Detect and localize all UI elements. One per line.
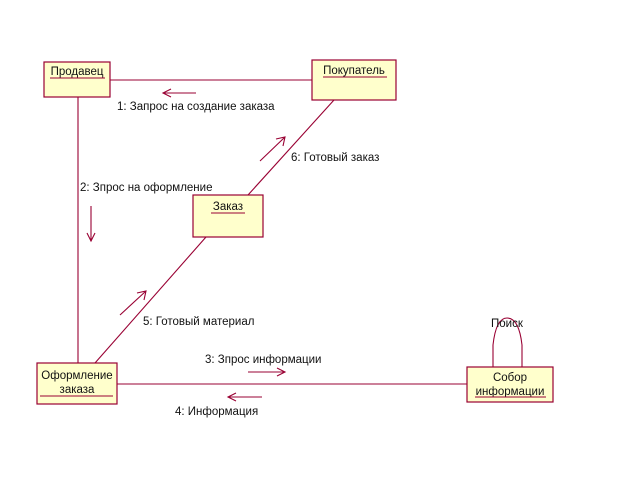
arrow-m2-icon xyxy=(86,206,96,243)
arrow-m3-icon xyxy=(248,367,287,377)
svg-text:Заказ: Заказ xyxy=(213,201,243,213)
self-link-search xyxy=(492,317,523,367)
svg-text:Продавец: Продавец xyxy=(51,66,104,78)
object-order[interactable]: Заказ xyxy=(192,194,264,238)
svg-text:Оформление: Оформление xyxy=(41,370,112,382)
message-1-label: 1: Запрос на создание заказа xyxy=(117,101,275,113)
arrow-m5-icon xyxy=(119,290,147,316)
message-3-label: 3: Зпрос информации xyxy=(205,354,321,366)
arrow-m1-icon xyxy=(161,88,196,98)
self-message-label: Поиск xyxy=(491,318,524,330)
message-4-label: 4: Информация xyxy=(175,406,258,418)
message-6-label: 6: Готовый заказ xyxy=(291,152,379,164)
arrow-m6-icon xyxy=(259,136,286,162)
link-buyer-order xyxy=(247,99,335,196)
object-seller[interactable]: Продавец xyxy=(43,61,111,98)
svg-text:информации: информации xyxy=(476,386,545,398)
svg-text:Покупатель: Покупатель xyxy=(323,65,385,77)
object-order-processing[interactable]: Оформление заказа xyxy=(36,362,118,405)
svg-text:Собор: Собор xyxy=(493,372,527,384)
link-order-processing xyxy=(94,236,207,364)
arrow-m4-icon xyxy=(226,392,262,402)
object-info-collection[interactable]: Собор информации xyxy=(466,366,554,403)
object-buyer[interactable]: Покупатель xyxy=(311,59,397,101)
svg-text:заказа: заказа xyxy=(60,384,95,396)
message-5-label: 5: Готовый материал xyxy=(143,316,254,328)
message-2-label: 2: Зпрос на оформление xyxy=(80,182,212,194)
